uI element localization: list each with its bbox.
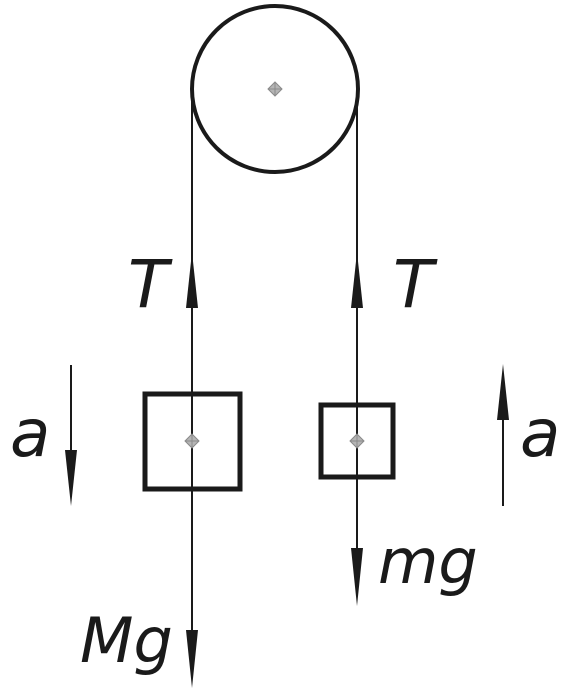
pulley-center-mark (267, 81, 283, 97)
weight-heavy-arrowhead (186, 630, 198, 688)
tension-right-arrowhead (351, 252, 363, 308)
mass-light-box (318, 402, 396, 480)
accel-right-arrowhead (497, 364, 509, 420)
mass-light-center-mark (349, 433, 365, 449)
label-weight-heavy: Mg (80, 604, 173, 677)
weight-light-arrowhead (351, 548, 363, 606)
label-weight-light: mg (378, 525, 478, 598)
label-accel-right: a (520, 395, 560, 472)
label-tension-right: T (393, 246, 438, 323)
tension-left-arrowhead (186, 252, 198, 308)
mass-heavy-box (142, 391, 243, 492)
label-tension-left: T (128, 246, 173, 323)
accel-left-arrowhead (65, 450, 77, 506)
mass-heavy-center-mark (184, 433, 200, 449)
label-accel-left: a (10, 395, 50, 472)
